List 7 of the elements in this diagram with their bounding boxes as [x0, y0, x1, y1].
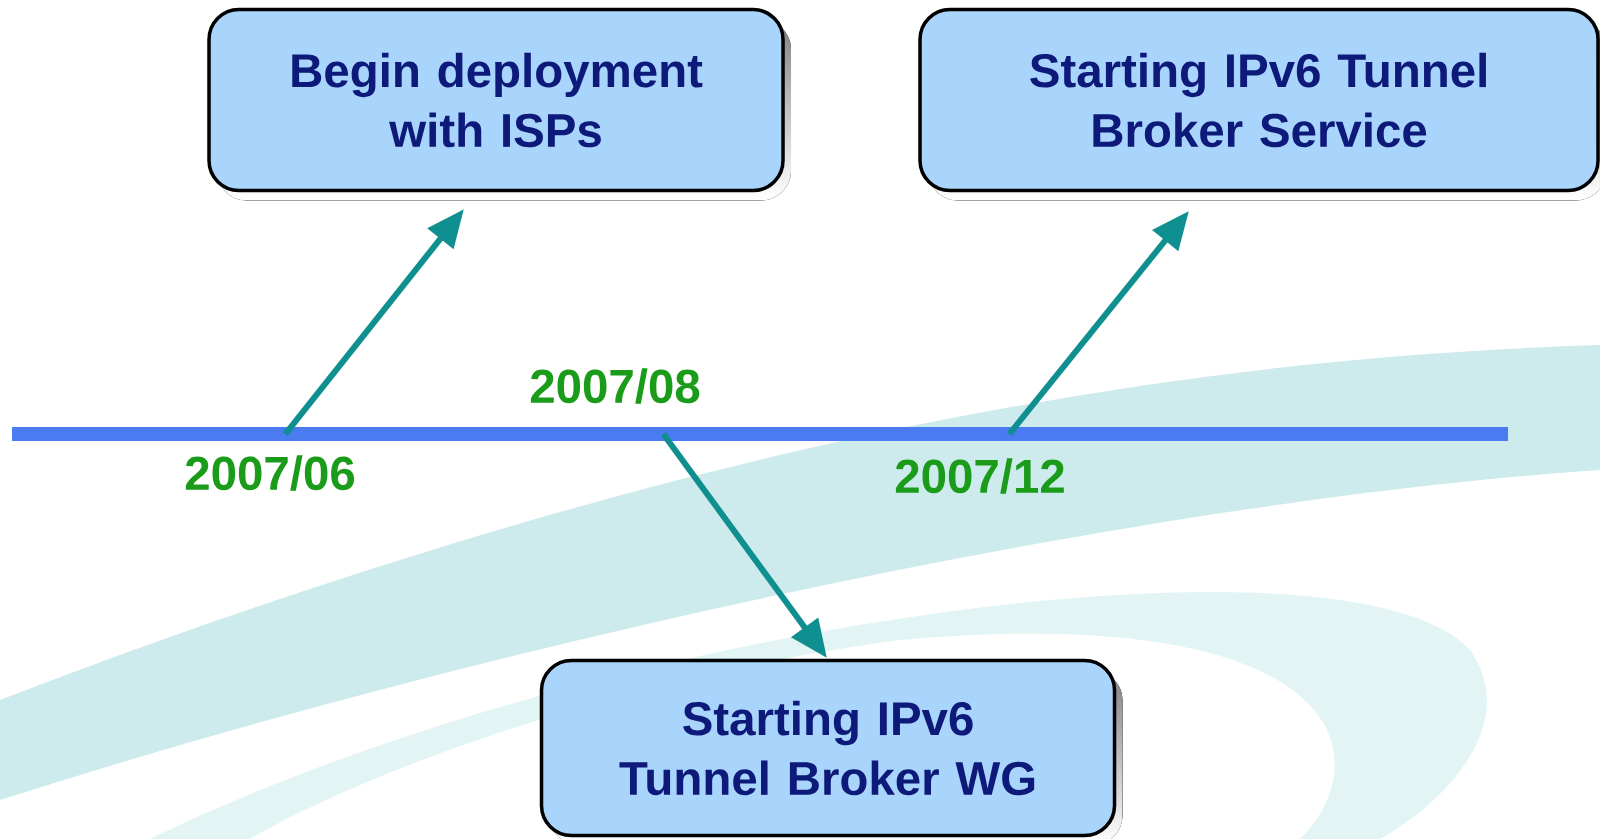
date-label: 2007/08	[530, 368, 700, 404]
date-label: 2007/12	[895, 458, 1064, 494]
event-box: Starting IPv6 Tunnel Broker WG	[539, 658, 1123, 839]
event-box: Begin deployment with ISPs	[207, 7, 791, 201]
date-label: 2007/06	[185, 455, 355, 491]
timeline-bar	[12, 427, 1508, 441]
event-box: Starting IPv6 Tunnel Broker Service	[918, 7, 1600, 201]
